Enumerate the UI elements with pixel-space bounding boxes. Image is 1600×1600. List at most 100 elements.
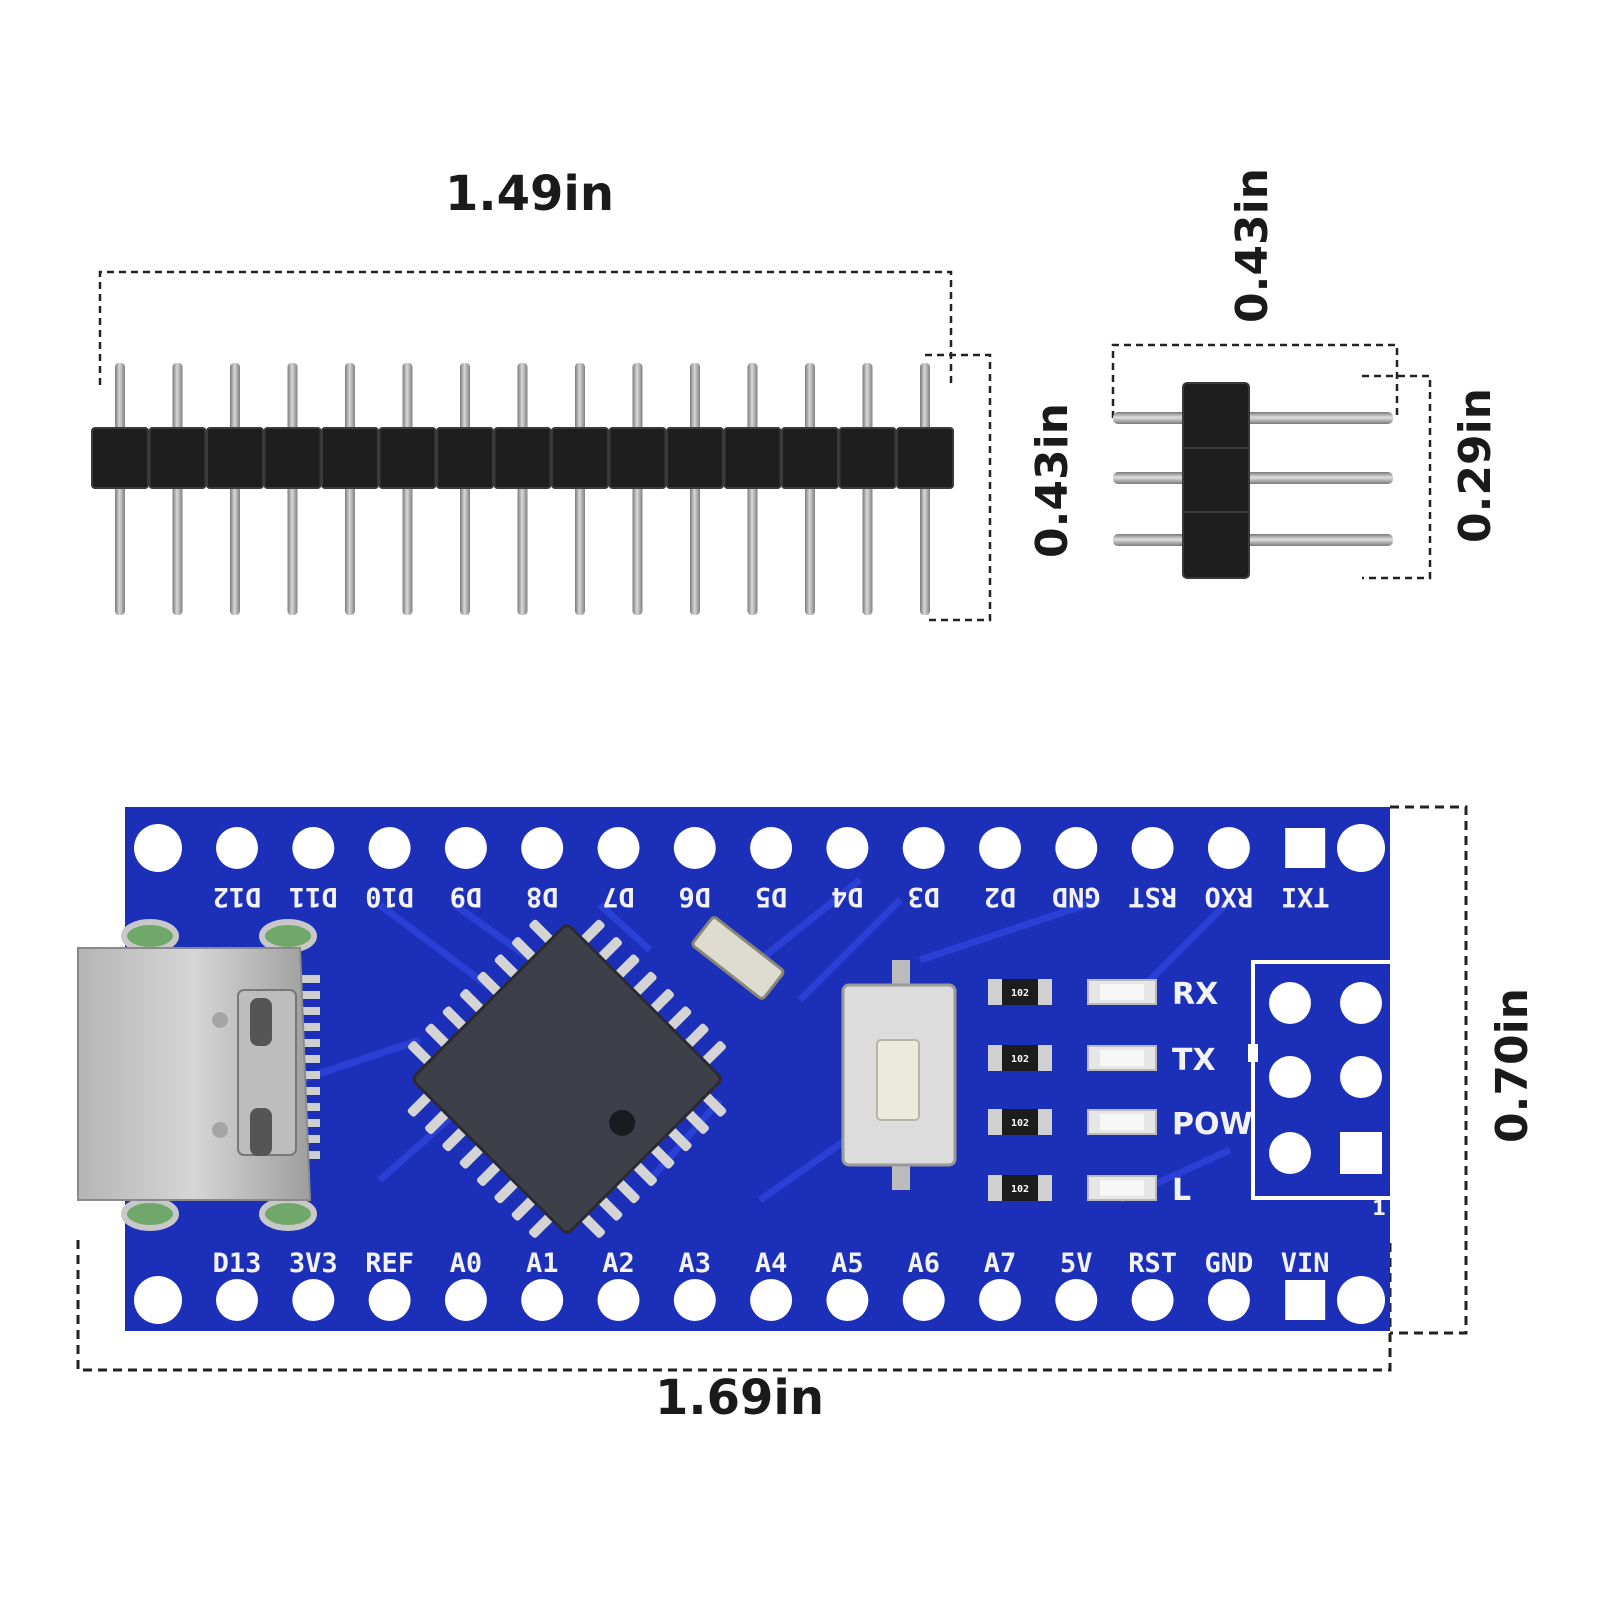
header-pin [723,363,782,615]
bottom-pin-label: A7 [984,1248,1017,1279]
led-label: RX [1172,977,1218,1012]
pin-hole [979,827,1021,869]
top-pin-label: D12 [213,881,262,912]
bottom-pin-row [216,1279,1326,1321]
pin-hole [826,1279,869,1321]
pin-hole [1207,1279,1250,1321]
header-pin [378,363,437,615]
top-pin-label: D3 [907,881,940,912]
pin-hole [444,827,487,869]
led-label: TX [1172,1043,1216,1078]
right-angle-pin [1113,472,1393,484]
bottom-pin-label: A4 [755,1248,788,1279]
led [1087,979,1157,1005]
header-pin [148,363,207,615]
resistor-code: 102 [1011,1054,1029,1065]
right-angle-pin-header [1113,382,1393,579]
pin-hole [673,827,716,869]
microcontroller-chip [407,919,727,1238]
pin-hole [521,827,564,869]
led-label: POW [1172,1107,1253,1142]
pin-hole [1055,827,1098,869]
pin-hole [597,1279,640,1321]
long-header-dimension-lines [98,270,992,622]
mounting-hole [134,824,182,872]
long-header-length-label: 1.49in [445,166,615,222]
header-pin [551,363,609,615]
header-pin [91,363,149,615]
led-label: L [1172,1173,1191,1208]
pin-hole [1055,1279,1098,1321]
header-pin [666,363,724,615]
pin-hole [750,827,793,869]
resistor-code: 102 [1011,1118,1029,1129]
pin-hole-square [1285,828,1326,868]
resistor: 102 [988,1109,1052,1135]
right-angle-header-body [1182,382,1250,579]
pin-hole [521,1279,564,1321]
bottom-pin-label: D13 [213,1248,262,1279]
icsp-header: 1 [1248,960,1390,1220]
header-pin [493,363,552,615]
header-pin [781,363,839,615]
pin-hole [292,827,335,869]
resistor: 102 [988,979,1052,1005]
pin-hole [1207,827,1250,869]
header-pin [263,363,322,615]
icsp-pin1-label: 1 [1372,1196,1386,1220]
header-pin [436,363,494,615]
resistor-code: 102 [1011,988,1029,999]
usb-c-connector [77,919,320,1231]
bottom-pin-label: 3V3 [289,1248,338,1279]
pin-hole [444,1279,487,1321]
top-pin-label: D6 [679,881,712,912]
pin-hole [216,1279,258,1321]
top-pin-label: D2 [984,881,1017,912]
crystal-oscillator [691,916,785,1000]
bottom-pin-label: RST [1128,1248,1177,1279]
reset-button [841,960,957,1190]
pin-hole [216,827,258,869]
top-pin-label: D11 [289,881,338,912]
right-angle-pin [1113,534,1393,546]
resistor: 102 [988,1045,1052,1071]
led [1087,1175,1157,1201]
right-angle-header-dimension-lines [1111,343,1432,580]
resistor: 102 [988,1175,1052,1201]
top-pin-label: D7 [602,881,635,912]
led [1087,1045,1157,1071]
right-angle-pin [1113,412,1393,424]
pin-hole [368,1279,411,1321]
mounting-hole [1337,1276,1385,1324]
top-pin-label: D8 [526,881,559,912]
board-length-label: 1.69in [655,1370,825,1426]
header-pin [206,363,264,615]
led [1087,1109,1157,1135]
pin-hole [979,1279,1021,1321]
bottom-pin-label: A2 [602,1248,635,1279]
top-pin-label: TXI [1281,881,1330,912]
header-pin [321,363,379,615]
bottom-pin-label: A5 [831,1248,864,1279]
pin-hole [1131,1279,1174,1321]
mounting-hole [134,1276,182,1324]
top-pin-label: D10 [365,881,414,912]
bottom-pin-label: A0 [450,1248,483,1279]
header-pin [838,363,897,615]
pin-hole [368,827,411,869]
mounting-hole [1337,824,1385,872]
pin-hole [673,1279,716,1321]
bottom-pin-label: A3 [679,1248,712,1279]
bottom-pin-label: A1 [526,1248,559,1279]
pin-hole [292,1279,335,1321]
header-pin [608,363,667,615]
pin-hole [902,1279,945,1321]
pin-hole [597,827,640,869]
top-pin-label: D4 [831,881,864,912]
bottom-pin-label: REF [365,1248,414,1279]
top-pin-label: GND [1052,881,1101,912]
bottom-pin-label: 5V [1060,1248,1093,1279]
